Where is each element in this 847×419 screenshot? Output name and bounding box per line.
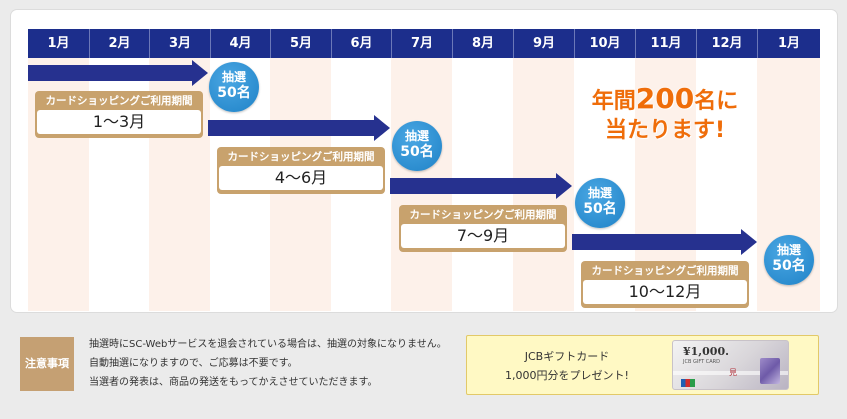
period-label: カードショッピングご利用期間 1〜3月 <box>35 91 203 138</box>
promo-prefix: 年間 <box>591 89 636 114</box>
month-cell: 9月 <box>513 29 574 58</box>
draw-count: 50名 <box>772 258 806 274</box>
period-arrow <box>28 60 208 86</box>
note-item: 抽選時にSC-Webサービスを退会されている場合は、抽選の対象になりません。 <box>89 339 447 350</box>
gift-card-image: ¥1,000. JCB GIFT CARD 見 <box>672 340 789 390</box>
month-cell: 3月 <box>149 29 210 58</box>
period-range: 7〜9月 <box>401 224 565 248</box>
card-mark: 見 <box>729 368 737 377</box>
draw-title: 抽選 <box>776 243 801 257</box>
draw-count: 50名 <box>217 85 251 101</box>
arrow-shaft <box>390 178 556 194</box>
gift-line-2: 1,000円分をプレゼント! <box>505 369 629 382</box>
hologram-icon <box>760 358 780 384</box>
draw-title: 抽選 <box>587 186 612 200</box>
period-caption: カードショッピングご利用期間 <box>409 209 557 221</box>
month-cell: 12月 <box>696 29 757 58</box>
period-arrow <box>208 115 390 141</box>
note-item: 自動抽選になりますので、ご応募は不要です。 <box>89 358 298 369</box>
card-label: JCB GIFT CARD <box>683 359 721 365</box>
period-caption: カードショッピングご利用期間 <box>591 265 739 277</box>
promo-suffix: 名に <box>694 89 739 114</box>
draw-bubble: 抽選 50名 <box>764 235 814 285</box>
period-arrow <box>572 229 757 255</box>
notes-list: 抽選時にSC-Webサービスを退会されている場合は、抽選の対象になりません。 自… <box>89 335 459 392</box>
arrow-shaft <box>572 234 741 250</box>
month-cell: 8月 <box>452 29 513 58</box>
draw-title: 抽選 <box>221 70 246 84</box>
gift-banner: JCBギフトカード 1,000円分をプレゼント! ¥1,000. JCB GIF… <box>466 335 819 395</box>
draw-count: 50名 <box>400 144 434 160</box>
notes-title: 注意事項 <box>20 337 74 391</box>
jcb-logo-icon <box>681 379 695 387</box>
month-cell: 1月 <box>47 36 70 51</box>
month-cell: 7月 <box>391 29 452 58</box>
arrow-shaft <box>28 65 192 81</box>
month-cell: 5月 <box>270 29 331 58</box>
note-item: 当選者の発表は、商品の発送をもってかえさせていただきます。 <box>89 377 378 388</box>
period-range: 10〜12月 <box>583 280 747 304</box>
month-header: 1月 2月 3月 4月 5月 6月 7月 8月 9月 10月 11月 12月 1… <box>28 29 820 58</box>
arrow-head <box>374 115 390 141</box>
period-caption: カードショッピングご利用期間 <box>227 151 375 163</box>
arrow-head <box>192 60 208 86</box>
month-cell: 4月 <box>210 29 270 58</box>
month-cell: 10月 <box>574 29 635 58</box>
gift-text: JCBギフトカード 1,000円分をプレゼント! <box>467 347 667 385</box>
month-cell: 2月 <box>89 29 149 58</box>
period-label: カードショッピングご利用期間 10〜12月 <box>581 261 749 308</box>
period-label: カードショッピングご利用期間 4〜6月 <box>217 147 385 194</box>
draw-bubble: 抽選 50名 <box>209 62 259 112</box>
period-label: カードショッピングご利用期間 7〜9月 <box>399 205 567 252</box>
card-stripe <box>673 371 788 375</box>
month-cell: 1月 <box>757 29 820 58</box>
period-arrow <box>390 173 572 199</box>
card-amount: ¥1,000. <box>683 345 729 358</box>
month-cell: 6月 <box>331 29 391 58</box>
period-range: 1〜3月 <box>37 110 201 134</box>
period-range: 4〜6月 <box>219 166 383 190</box>
month-cell: 11月 <box>635 29 696 58</box>
promo-line-1: 年間200名に <box>560 84 770 117</box>
arrow-head <box>556 173 572 199</box>
period-caption: カードショッピングご利用期間 <box>45 95 193 107</box>
draw-count: 50名 <box>583 201 617 217</box>
promo-number: 200 <box>635 82 695 115</box>
draw-title: 抽選 <box>404 129 429 143</box>
gift-line-1: JCBギフトカード <box>524 350 610 363</box>
draw-bubble: 抽選 50名 <box>575 178 625 228</box>
promo-headline: 年間200名に 当たります! <box>560 84 770 145</box>
promo-line-2: 当たります! <box>604 118 726 143</box>
arrow-head <box>741 229 757 255</box>
arrow-shaft <box>208 120 374 136</box>
draw-bubble: 抽選 50名 <box>392 121 442 171</box>
